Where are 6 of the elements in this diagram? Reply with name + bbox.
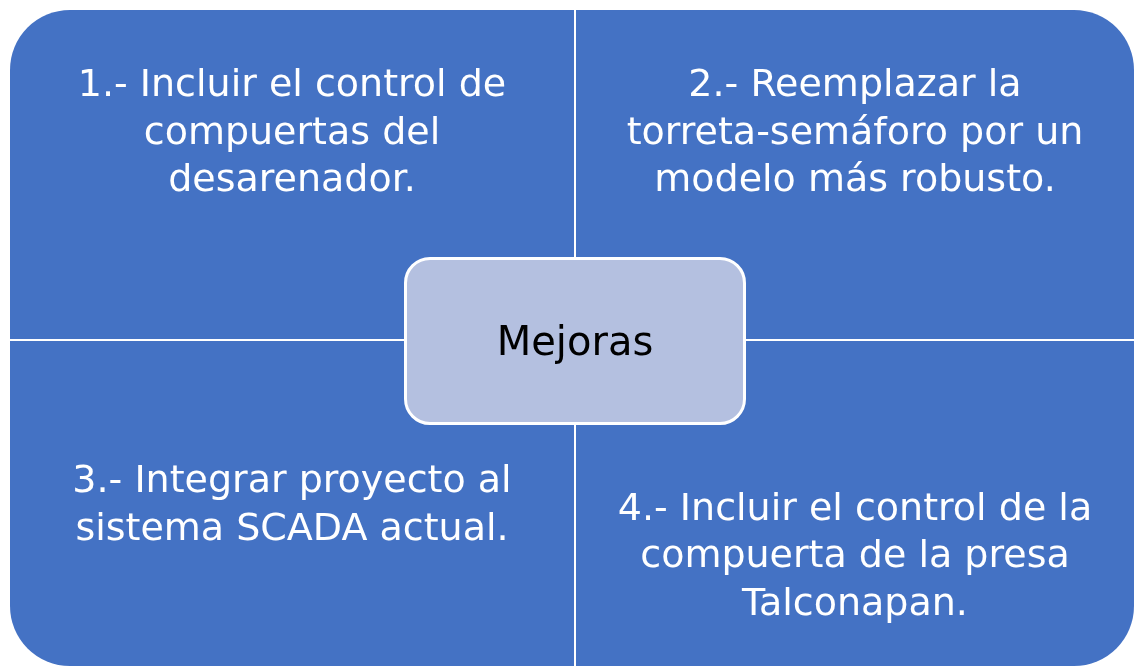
center-box xyxy=(404,257,746,425)
improvement-text: 1.- Incluir el control de compuertas del desarenador. xyxy=(76,60,508,202)
center-label: Mejoras xyxy=(496,318,654,364)
improvement-text: 4.- Incluir el control de la compuerta de la presa Talconapan. xyxy=(616,483,1094,626)
improvement-text: 3.- Integrar proyecto al sistema SCADA actual. xyxy=(71,456,513,551)
improvement-text: 2.- Reemplazar la torreta-semáforo por un modelo más robusto. xyxy=(625,60,1085,202)
